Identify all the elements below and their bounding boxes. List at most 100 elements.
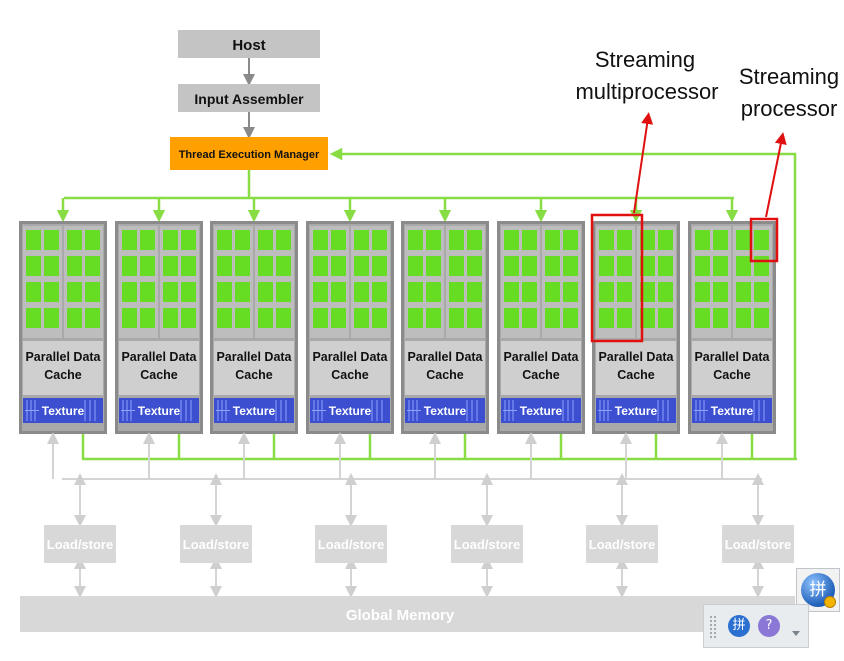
host-label: Host <box>232 37 265 54</box>
streaming-processor-core <box>695 282 710 302</box>
callout-sm-line1: Streaming <box>595 47 695 72</box>
streaming-processor-core <box>181 308 196 328</box>
streaming-processor-core <box>522 282 537 302</box>
streaming-processor-core <box>640 282 655 302</box>
streaming-processor-core <box>563 230 578 250</box>
streaming-processor-core <box>44 282 59 302</box>
streaming-processor-core <box>372 230 387 250</box>
global-memory-box <box>20 596 795 632</box>
streaming-processor-core <box>181 230 196 250</box>
streaming-processor-core <box>599 282 614 302</box>
streaming-processor-core <box>181 282 196 302</box>
streaming-processor-core <box>426 230 441 250</box>
streaming-processor-core <box>640 256 655 276</box>
texture-label: Texture <box>233 404 276 418</box>
streaming-processor-core <box>331 308 346 328</box>
streaming-processor-core <box>354 256 369 276</box>
global-memory-label: Global Memory <box>346 607 455 624</box>
input-assembler-box <box>178 84 320 112</box>
load-store-label: Load/store <box>725 537 791 552</box>
help-icon[interactable]: ? <box>758 615 780 637</box>
parallel-data-cache-box <box>501 341 581 395</box>
streaming-processor-core <box>354 230 369 250</box>
streaming-processor-core <box>313 256 328 276</box>
streaming-processor-core <box>736 282 751 302</box>
load-store-label: Load/store <box>318 537 384 552</box>
host-box <box>178 30 320 58</box>
thread-execution-manager-box <box>170 137 328 170</box>
streaming-processor-core <box>713 256 728 276</box>
parallel-data-cache-label: Cache <box>235 368 273 382</box>
streaming-processor-core <box>713 282 728 302</box>
streaming-processor-core <box>235 282 250 302</box>
texture-label: Texture <box>520 404 563 418</box>
toolbar-menu-chevron-icon[interactable] <box>792 631 800 636</box>
parallel-data-cache-label: Cache <box>44 368 82 382</box>
streaming-processor-core <box>449 230 464 250</box>
callout-sm-line2: multiprocessor <box>575 79 718 104</box>
input-assembler-label: Input Assembler <box>194 91 304 107</box>
streaming-processor-core <box>426 282 441 302</box>
parallel-data-cache-box <box>310 341 390 395</box>
load-store-label: Load/store <box>589 537 655 552</box>
parallel-data-cache-box <box>692 341 772 395</box>
ime-status-dot <box>824 596 836 608</box>
streaming-processor-pointer <box>765 132 787 218</box>
toolbar-drag-handle[interactable] <box>709 615 717 639</box>
streaming-multiprocessor-highlight <box>590 213 644 343</box>
streaming-processor-core <box>163 230 178 250</box>
streaming-processor-core <box>467 256 482 276</box>
streaming-processor-core <box>85 256 100 276</box>
parallel-data-cache-label: Parallel Data <box>216 350 292 364</box>
streaming-processor-core <box>617 230 632 250</box>
streaming-processor-core <box>545 256 560 276</box>
texture-label: Texture <box>138 404 181 418</box>
streaming-processor-core <box>217 256 232 276</box>
load-store-unit: Load/store <box>44 525 116 563</box>
streaming-processor-core <box>276 308 291 328</box>
load-store-unit: Load/store <box>586 525 658 563</box>
load-store-unit: Load/store <box>180 525 252 563</box>
streaming-processor-core <box>563 282 578 302</box>
parallel-data-cache-label: Parallel Data <box>598 350 674 364</box>
streaming-processor-core <box>67 230 82 250</box>
parallel-data-cache-label: Parallel Data <box>407 350 483 364</box>
streaming-processor-core <box>372 282 387 302</box>
streaming-processor-core <box>713 230 728 250</box>
streaming-processor-core <box>331 282 346 302</box>
streaming-processor-core <box>713 308 728 328</box>
streaming-processor-core <box>563 256 578 276</box>
streaming-processor-core <box>331 256 346 276</box>
streaming-processor-highlight <box>749 217 779 263</box>
parallel-data-cache-label: Parallel Data <box>25 350 101 364</box>
parallel-data-cache-label: Parallel Data <box>694 350 770 364</box>
streaming-processor-core <box>163 308 178 328</box>
streaming-processor-core <box>695 308 710 328</box>
streaming-processor-core <box>276 256 291 276</box>
streaming-processor-core <box>217 282 232 302</box>
streaming-processor-core <box>449 308 464 328</box>
parallel-data-cache-box <box>214 341 294 395</box>
streaming-processor-core <box>258 230 273 250</box>
streaming-processor-core <box>67 256 82 276</box>
ime-mode-icon[interactable]: 拼 <box>728 615 750 637</box>
streaming-processor-core <box>504 256 519 276</box>
streaming-processor-core <box>163 256 178 276</box>
streaming-processor-core <box>140 308 155 328</box>
streaming-processor-core <box>617 282 632 302</box>
streaming-processor-core <box>467 308 482 328</box>
streaming-processor-core <box>26 308 41 328</box>
streaming-processor-core <box>235 308 250 328</box>
streaming-processor-core <box>599 230 614 250</box>
streaming-processor-core <box>695 230 710 250</box>
streaming-processor-core <box>754 256 769 276</box>
streaming-processor-core <box>163 282 178 302</box>
streaming-processor-core <box>122 282 137 302</box>
streaming-processor-core <box>736 308 751 328</box>
streaming-processor-core <box>313 282 328 302</box>
streaming-processor-core <box>522 256 537 276</box>
load-store-label: Load/store <box>183 537 249 552</box>
parallel-data-cache-label: Parallel Data <box>121 350 197 364</box>
